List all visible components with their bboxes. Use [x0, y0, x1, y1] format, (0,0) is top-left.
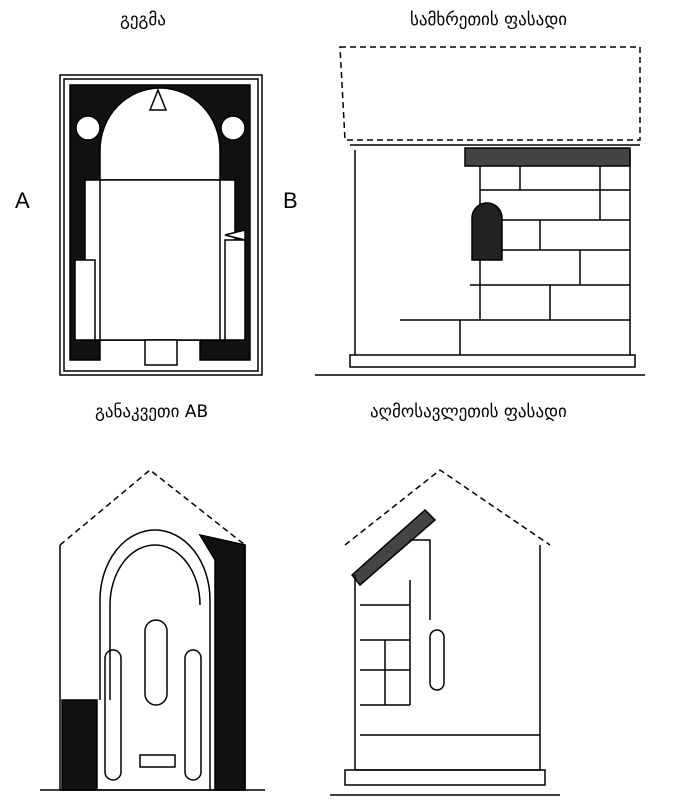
east-facade-title: აღმოსავლეთის ფასადი — [370, 402, 567, 422]
plan-title: გეგმა — [120, 10, 166, 30]
section-marker-b: B — [283, 188, 298, 213]
floor-plan — [59, 74, 263, 376]
south-facade-title: სამხრეთის ფასადი — [410, 10, 568, 30]
east-facade-drawing — [330, 469, 560, 796]
section-marker-a: A — [15, 188, 30, 213]
south-facade-drawing — [315, 46, 645, 376]
section-drawing — [40, 469, 265, 791]
section-title: განაკვეთი AB — [95, 402, 209, 422]
